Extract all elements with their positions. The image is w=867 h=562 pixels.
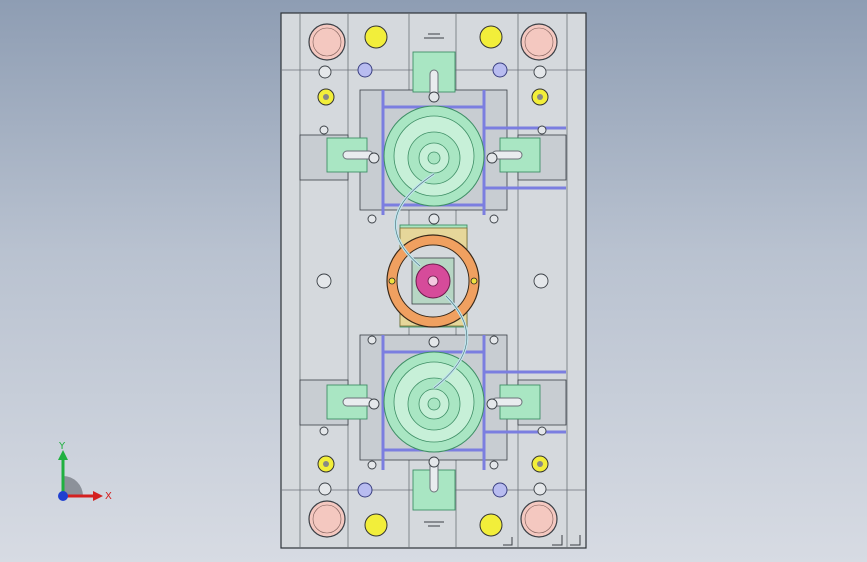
mold-assembly[interactable] [280, 12, 587, 549]
guide-bushes [308, 23, 558, 538]
upper-cavity [383, 105, 485, 207]
orientation-triad-icon: Y X [58, 441, 112, 502]
bolts [316, 65, 549, 496]
blue-rings [357, 62, 508, 498]
lower-cavity [383, 351, 485, 453]
corner-marks [503, 535, 581, 546]
z-axis [58, 491, 68, 501]
yellow-locators [317, 25, 549, 537]
ejector-rods [342, 69, 523, 493]
x-axis-label: X [105, 491, 112, 502]
slot-marks [424, 33, 444, 527]
triad-xy-plane [63, 476, 83, 496]
y-axis-label: Y [58, 441, 66, 452]
